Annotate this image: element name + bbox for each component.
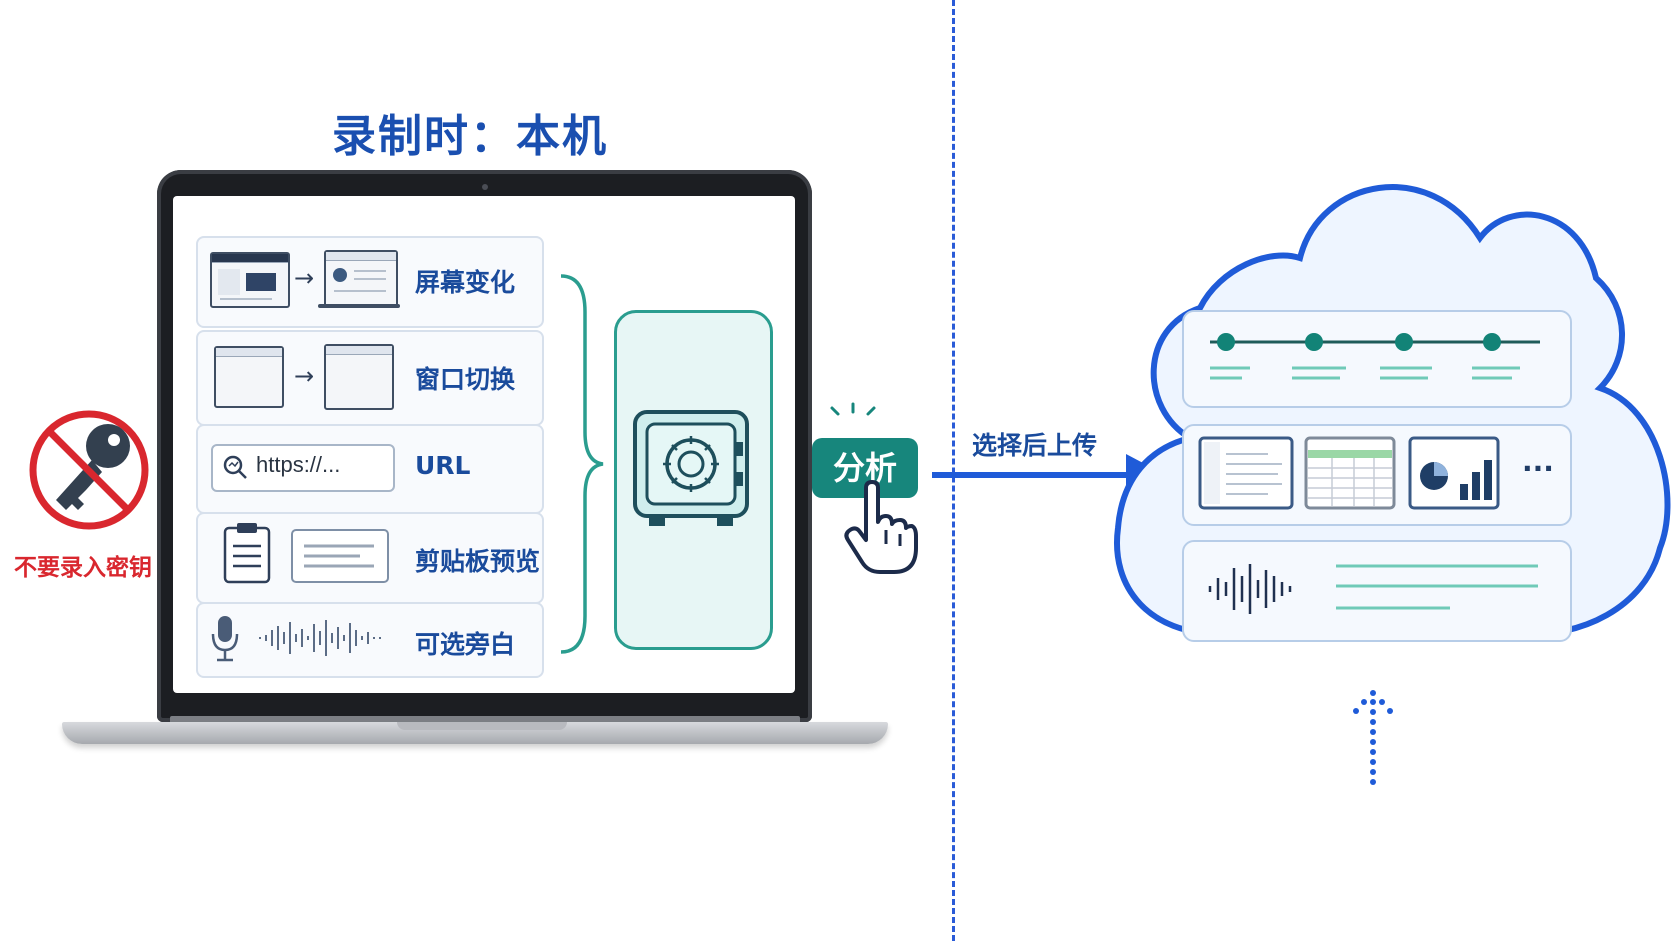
feature-card-narration	[196, 602, 544, 678]
microphone-icon	[211, 616, 239, 662]
warning-label: 不要录入密钥	[14, 555, 152, 581]
audio-waveform-icon	[259, 620, 381, 656]
more-items-indicator: ···	[1522, 452, 1554, 485]
spreadsheet-icon	[1304, 436, 1396, 510]
laptop-notch	[397, 722, 567, 730]
page-title: 录制时：本机	[332, 111, 608, 162]
feature-label-url: URL	[415, 451, 471, 480]
click-spark-icon	[830, 402, 876, 416]
upload-label: 选择后上传	[972, 431, 1098, 460]
feature-label-screen: 屏幕变化	[415, 268, 516, 297]
window-before-icon	[214, 346, 284, 408]
feature-label-clipboard: 剪贴板预览	[415, 547, 541, 576]
arrow-right-icon: →	[294, 264, 315, 292]
screen-after-icon	[324, 250, 398, 308]
dotted-up-arrow-icon	[1353, 690, 1393, 785]
arrow-right-icon: →	[294, 362, 315, 390]
laptop-camera	[482, 184, 488, 190]
safe-icon	[633, 410, 749, 526]
section-divider	[952, 0, 955, 941]
feature-label-narration: 可选旁白	[415, 630, 516, 659]
no-key-icon	[29, 410, 149, 530]
clipboard-icon	[223, 523, 271, 584]
analytics-chart-icon	[1408, 436, 1500, 510]
search-icon	[223, 455, 247, 479]
window-after-icon	[324, 344, 394, 410]
document-preview-icon	[1198, 436, 1294, 510]
laptop-hinge	[170, 716, 800, 724]
laptop-base	[62, 722, 888, 744]
screen-before-icon	[210, 252, 290, 308]
brace-icon	[560, 274, 604, 654]
url-text: https://...	[256, 452, 341, 477]
feature-label-window: 窗口切换	[415, 365, 516, 394]
timeline-icon	[1210, 333, 1540, 380]
cloud-audio-row	[1182, 540, 1572, 642]
cloud-timeline-row	[1182, 310, 1572, 408]
audio-waveform-icon	[1208, 564, 1292, 614]
transcript-lines-icon	[1336, 564, 1538, 610]
clipboard-preview-icon	[291, 529, 389, 583]
hand-pointer-icon	[844, 480, 918, 574]
laptop-mini-base	[318, 304, 400, 308]
